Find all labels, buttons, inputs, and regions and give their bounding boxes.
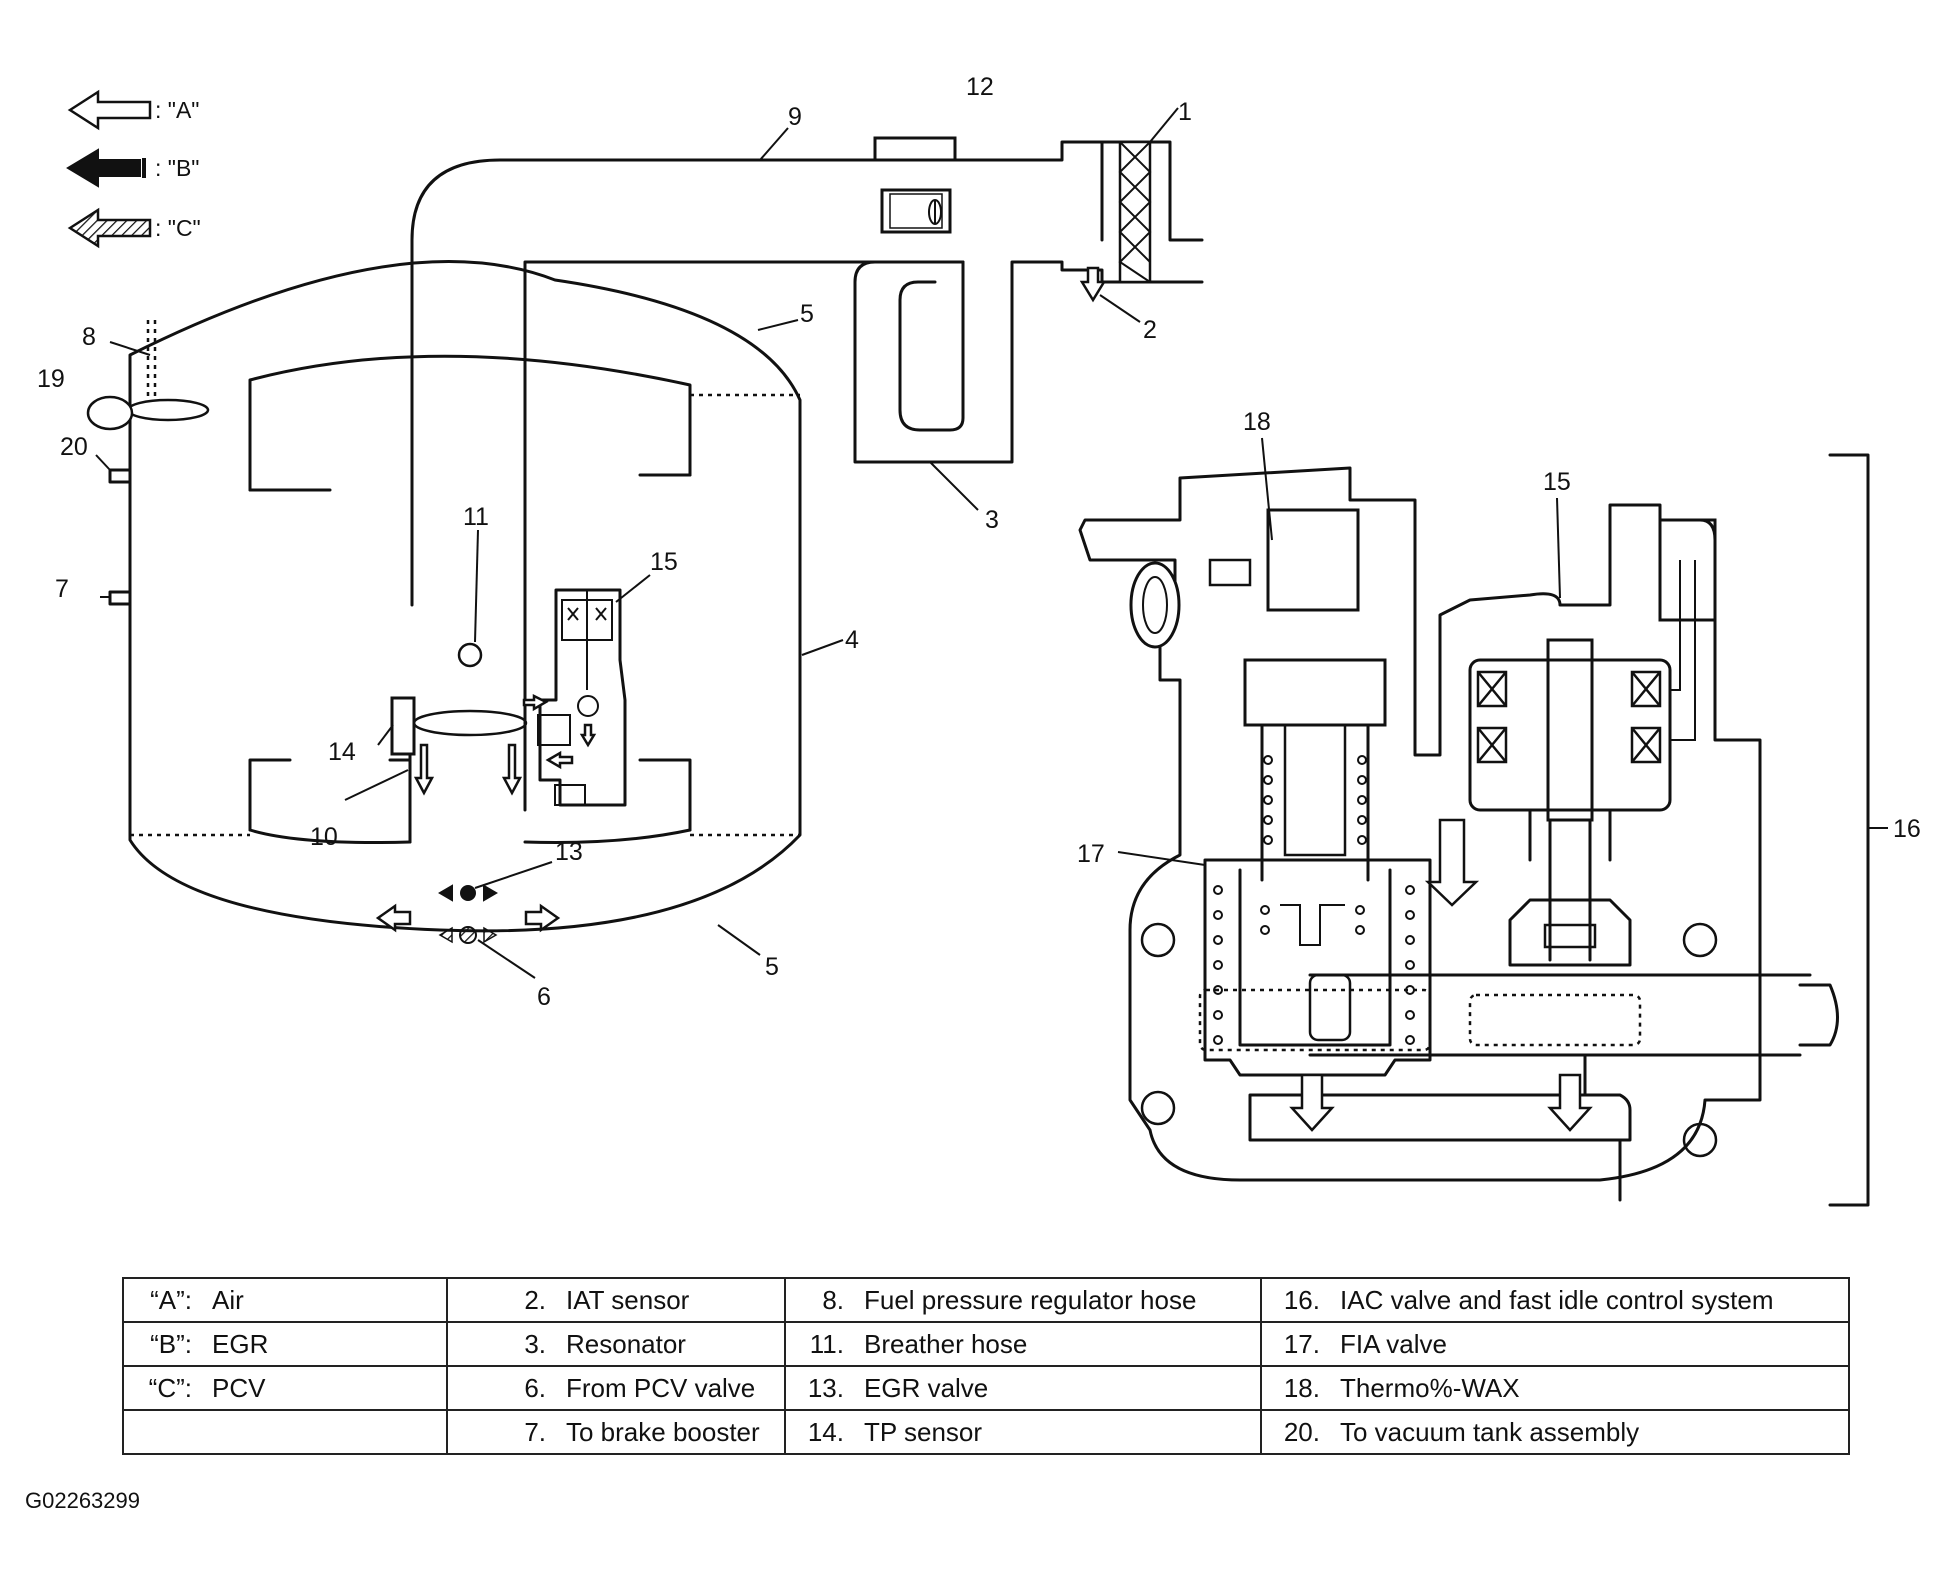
- callout-12: 12: [966, 73, 994, 101]
- table-cell: 13.EGR valve: [784, 1365, 1262, 1411]
- callout-19: 19: [37, 365, 65, 393]
- callout-11: 11: [463, 503, 489, 531]
- figure-id: G02263299: [25, 1488, 140, 1513]
- callout-14: 14: [328, 738, 356, 766]
- callout-6: 6: [537, 983, 551, 1011]
- callout-3: 3: [985, 506, 999, 534]
- table-cell: 11.Breather hose: [784, 1321, 1262, 1367]
- table-row: 7.To brake booster 14.TP sensor 20.To va…: [122, 1409, 1850, 1455]
- callout-16: 16: [1893, 815, 1921, 843]
- table-cell: 18.Thermo%-WAX: [1260, 1365, 1850, 1411]
- callout-13: 13: [555, 838, 583, 866]
- iac-valve-assembly: [1078, 453, 1888, 1207]
- flow-legend-label-a: : "A": [155, 97, 199, 123]
- callout-9: 9: [788, 103, 802, 131]
- table-cell: 14.TP sensor: [784, 1409, 1262, 1455]
- callout-18: 18: [1243, 408, 1271, 436]
- callout-7: 7: [55, 575, 69, 603]
- table-cell: [122, 1409, 448, 1455]
- table-row: “B”:EGR 3.Resonator 11.Breather hose 17.…: [122, 1321, 1850, 1367]
- callout-10: 10: [310, 823, 338, 851]
- callout-5-bottom: 5: [765, 953, 779, 981]
- table-row: “C”:PCV 6.From PCV valve 13.EGR valve 18…: [122, 1365, 1850, 1411]
- table-cell: 8.Fuel pressure regulator hose: [784, 1277, 1262, 1323]
- callout-15-right: 15: [1543, 468, 1571, 496]
- table-row: “A”:Air 2.IAT sensor 8.Fuel pressure reg…: [122, 1277, 1850, 1323]
- table-cell: 16.IAC valve and fast idle control syste…: [1260, 1277, 1850, 1323]
- table-cell: 17.FIA valve: [1260, 1321, 1850, 1367]
- table-cell: “B”:EGR: [122, 1321, 448, 1367]
- flow-legend: : "A" : "B" : "C": [66, 89, 201, 249]
- pcv-flow-arrow-icon: [67, 207, 152, 249]
- callout-20: 20: [60, 433, 88, 461]
- callout-8: 8: [82, 323, 96, 351]
- flow-legend-label-b: : "B": [155, 155, 199, 181]
- table-cell: 20.To vacuum tank assembly: [1260, 1409, 1850, 1455]
- table-cell: 6.From PCV valve: [446, 1365, 786, 1411]
- air-flow-arrow-icon: [67, 89, 152, 131]
- table-cell: 3.Resonator: [446, 1321, 786, 1367]
- table-cell: 2.IAT sensor: [446, 1277, 786, 1323]
- callout-numbers: 1 2 3 4 5 5 6 7 8 9 10 11 12 13 14 15 15…: [37, 73, 1921, 1011]
- legend-table: “A”:Air 2.IAT sensor 8.Fuel pressure reg…: [122, 1277, 1850, 1455]
- intake-chamber: [86, 136, 1204, 944]
- callout-5-top: 5: [800, 300, 814, 328]
- table-cell: “A”:Air: [122, 1277, 448, 1323]
- egr-flow-arrow-icon: [66, 148, 141, 188]
- callout-1: 1: [1178, 98, 1192, 126]
- callout-2: 2: [1143, 316, 1157, 344]
- callout-4: 4: [845, 626, 859, 654]
- flow-legend-label-c: : "C": [155, 215, 201, 241]
- callout-17: 17: [1077, 840, 1105, 868]
- callout-15-left: 15: [650, 548, 678, 576]
- leader-lines: [95, 107, 1561, 979]
- table-cell: “C”:PCV: [122, 1365, 448, 1411]
- table-cell: 7.To brake booster: [446, 1409, 786, 1455]
